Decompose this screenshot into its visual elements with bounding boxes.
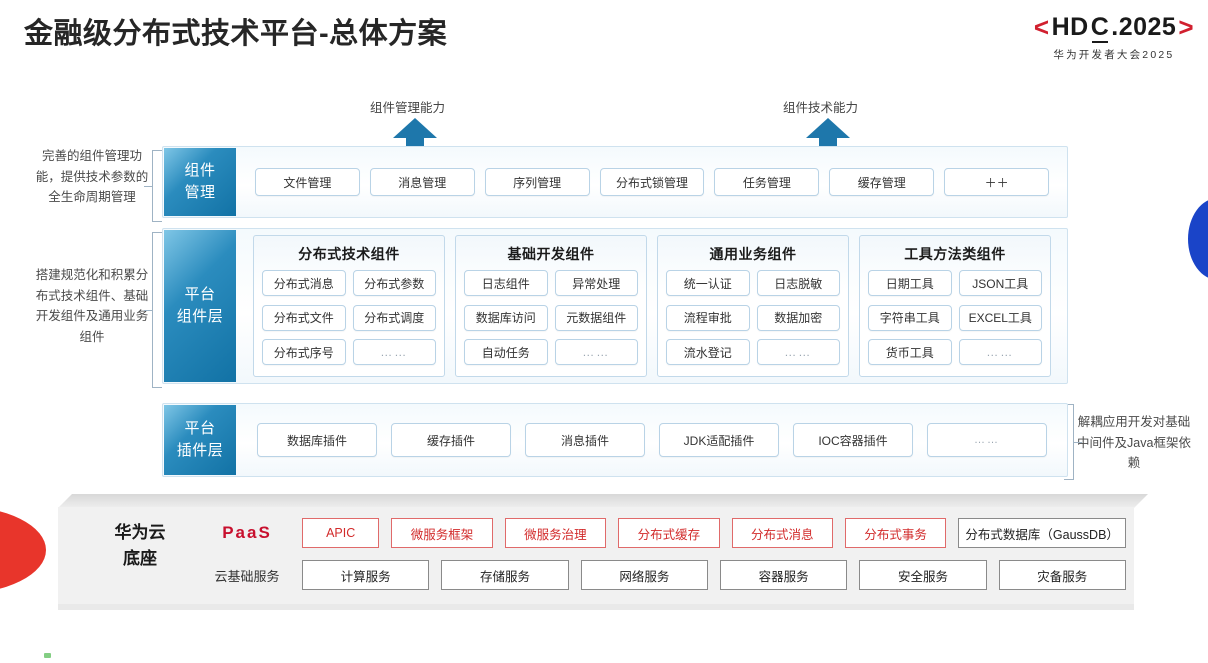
chip-more-dots[interactable]: …… [927, 423, 1047, 457]
paas-row: PaaS APIC 微服务框架 微服务治理 分布式缓存 分布式消息 分布式事务 … [204, 518, 1127, 548]
chip-distributed-parameter[interactable]: 分布式参数 [352, 270, 436, 296]
hdc-text-c: C [1090, 12, 1110, 43]
pchip-distributed-cache[interactable]: 分布式缓存 [618, 518, 720, 548]
caption-component-management-capability: 组件管理能力 [370, 101, 446, 115]
angle-bracket-right-icon: > [1178, 12, 1194, 42]
chip-file-management[interactable]: 文件管理 [255, 168, 360, 196]
layer-component-management: 组件 管理 文件管理 消息管理 序列管理 分布式锁管理 任务管理 缓存管理 ＋＋ [162, 146, 1068, 218]
chip-message-plugin[interactable]: 消息插件 [525, 423, 645, 457]
chip-log-desensitization[interactable]: 日志脱敏 [756, 270, 840, 296]
layer-label-platform-plugin: 平台 插件层 [164, 405, 236, 475]
hdc-text-before: HD [1051, 12, 1089, 41]
chip-cache-plugin[interactable]: 缓存插件 [391, 423, 511, 457]
chip-more-dots[interactable]: …… [352, 339, 436, 366]
chip-date-tool[interactable]: 日期工具 [868, 270, 952, 296]
chip-distributed-lock-management[interactable]: 分布式锁管理 [599, 168, 705, 196]
chip-metadata-component[interactable]: 元数据组件 [554, 304, 638, 331]
chip-automatic-task[interactable]: 自动任务 [464, 339, 548, 366]
pchip-distributed-transaction[interactable]: 分布式事务 [844, 518, 947, 548]
platform-component-groups: 分布式技术组件 分布式消息 分布式参数 分布式文件 分布式调度 分布式序号 ……… [245, 235, 1059, 377]
group-title: 基础开发组件 [507, 246, 595, 262]
blue-lens-decoration [1188, 198, 1208, 280]
hdc-logo-subtitle: 华为开发者大会2025 [1053, 49, 1175, 61]
green-speck-decoration [44, 653, 51, 658]
pchip-network-service[interactable]: 网络服务 [580, 560, 708, 590]
chip-sequence-management[interactable]: 序列管理 [484, 168, 590, 196]
page-title: 金融级分布式技术平台-总体方案 [24, 18, 448, 50]
chip-jdk-adapter-plugin[interactable]: JDK适配插件 [659, 423, 779, 457]
layer-label-component-management: 组件 管理 [164, 148, 236, 216]
foundation-title-line2: 底座 [123, 549, 157, 569]
chip-log-component[interactable]: 日志组件 [464, 270, 548, 296]
foundation-rows: PaaS APIC 微服务框架 微服务治理 分布式缓存 分布式消息 分布式事务 … [204, 518, 1127, 602]
hdc-text-after: .2025 [1111, 12, 1177, 41]
pchip-microservice-governance[interactable]: 微服务治理 [504, 518, 607, 548]
chip-distributed-message[interactable]: 分布式消息 [262, 270, 346, 296]
cloud-services-label: 云基础服务 [214, 568, 280, 584]
bracket-left-bottom [144, 232, 162, 388]
group-title: 工具方法类组件 [904, 246, 1006, 262]
red-wedge-decoration [0, 506, 46, 594]
chip-more-dots[interactable]: …… [958, 339, 1042, 366]
panel-base-shadow [58, 604, 1134, 610]
chip-string-tool[interactable]: 字符串工具 [868, 304, 952, 331]
chip-distributed-sequence[interactable]: 分布式序号 [262, 339, 346, 366]
chip-more-dots[interactable]: …… [756, 339, 840, 366]
group-distributed-technology-components: 分布式技术组件 分布式消息 分布式参数 分布式文件 分布式调度 分布式序号 …… [253, 235, 445, 377]
bracket-right-plugin [1064, 404, 1082, 480]
chip-process-approval[interactable]: 流程审批 [666, 304, 750, 331]
group-tool-method-components: 工具方法类组件 日期工具 JSON工具 字符串工具 EXCEL工具 货币工具 …… [859, 235, 1051, 377]
huawei-cloud-foundation: 华为云 底座 PaaS APIC 微服务框架 微服务治理 分布式缓存 分布式消息… [58, 494, 1148, 610]
chip-message-management[interactable]: 消息管理 [369, 168, 475, 196]
pchip-container-service[interactable]: 容器服务 [719, 560, 848, 590]
chip-database-access[interactable]: 数据库访问 [464, 304, 548, 331]
platform-plugin-items: 数据库插件 缓存插件 消息插件 JDK适配插件 IOC容器插件 …… [245, 404, 1059, 476]
chip-transaction-registration[interactable]: 流水登记 [666, 339, 750, 366]
platform-diagram: 组件 管理 文件管理 消息管理 序列管理 分布式锁管理 任务管理 缓存管理 ＋＋… [162, 138, 1068, 483]
foundation-title: 华为云 底座 [88, 520, 192, 573]
pchip-security-service[interactable]: 安全服务 [859, 560, 987, 590]
caption-component-technology-capability: 组件技术能力 [783, 101, 859, 115]
chip-data-encryption[interactable]: 数据加密 [756, 304, 840, 331]
pchip-compute-service[interactable]: 计算服务 [302, 560, 430, 590]
chip-currency-tool[interactable]: 货币工具 [868, 339, 952, 366]
chip-distributed-scheduling[interactable]: 分布式调度 [352, 304, 436, 331]
paas-label: PaaS [222, 523, 272, 542]
layer-platform-component: 平台 组件层 分布式技术组件 分布式消息 分布式参数 分布式文件 分布式调度 分… [162, 228, 1068, 384]
layer-platform-plugin: 平台 插件层 数据库插件 缓存插件 消息插件 JDK适配插件 IOC容器插件 …… [162, 403, 1068, 477]
foundation-title-line1: 华为云 [114, 523, 166, 542]
chip-ioc-container-plugin[interactable]: IOC容器插件 [793, 423, 913, 457]
cloud-services-row: 云基础服务 计算服务 存储服务 网络服务 容器服务 安全服务 灾备服务 [204, 560, 1126, 590]
layer-label-platform-component: 平台 组件层 [164, 230, 236, 382]
chip-cache-management[interactable]: 缓存管理 [829, 168, 935, 196]
side-note-left-bottom: 搭建规范化和积累分布式技术组件、基础开发组件及通用业务组件 [35, 268, 149, 344]
chip-json-tool[interactable]: JSON工具 [958, 270, 1042, 296]
side-note-left-top: 完善的组件管理功能，提供技术参数的全生命周期管理 [35, 149, 149, 205]
side-note-right: 解耦应用开发对基础中间件及Java框架依赖 [1077, 415, 1191, 471]
chip-more-dots[interactable]: …… [554, 339, 638, 366]
pchip-storage-service[interactable]: 存储服务 [441, 560, 569, 590]
component-management-items: 文件管理 消息管理 序列管理 分布式锁管理 任务管理 缓存管理 ＋＋ [245, 147, 1059, 217]
pchip-distributed-database-gaussdb[interactable]: 分布式数据库（GaussDB） [958, 518, 1127, 548]
chip-distributed-file[interactable]: 分布式文件 [262, 304, 346, 331]
hdc-logo: < HD C .2025 > 华为开发者大会2025 [1034, 14, 1194, 62]
pchip-apic[interactable]: APIC [302, 518, 380, 548]
chip-database-plugin[interactable]: 数据库插件 [257, 423, 377, 457]
panel-bevel-edge [58, 494, 1148, 508]
chip-exception-handling[interactable]: 异常处理 [554, 270, 638, 296]
hdc-logo-main: < HD C .2025 > [1033, 12, 1194, 43]
group-title: 分布式技术组件 [298, 246, 400, 262]
group-general-business-components: 通用业务组件 统一认证 日志脱敏 流程审批 数据加密 流水登记 …… [657, 235, 849, 377]
angle-bracket-left-icon: < [1033, 12, 1050, 42]
chip-add-more[interactable]: ＋＋ [944, 168, 1050, 196]
chip-task-management[interactable]: 任务管理 [714, 168, 820, 196]
chip-excel-tool[interactable]: EXCEL工具 [958, 304, 1042, 331]
group-basic-development-components: 基础开发组件 日志组件 异常处理 数据库访问 元数据组件 自动任务 …… [455, 235, 647, 377]
pchip-disaster-recovery-service[interactable]: 灾备服务 [998, 560, 1126, 590]
pchip-microservice-framework[interactable]: 微服务框架 [391, 518, 493, 548]
chip-unified-authentication[interactable]: 统一认证 [666, 270, 750, 296]
group-title: 通用业务组件 [709, 246, 797, 262]
pchip-distributed-message[interactable]: 分布式消息 [731, 518, 833, 548]
bracket-left-top [144, 150, 162, 222]
